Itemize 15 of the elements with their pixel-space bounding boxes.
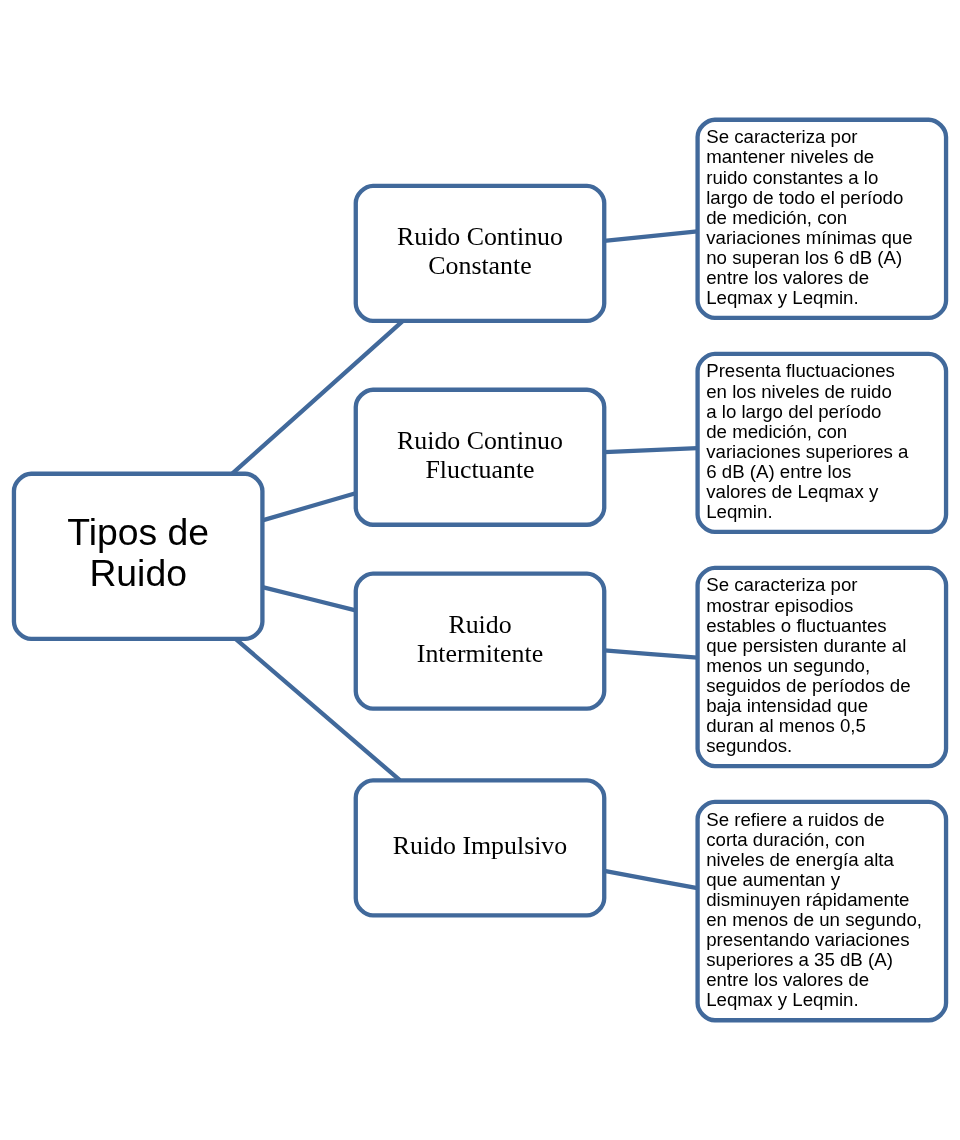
connector (603, 868, 698, 891)
connector (604, 445, 698, 455)
node-box: Presenta fluctuaciones en los niveles de ruido a lo largo del período de medición, con variaciones superiores a 6 dB (A) entre los valores de Leqmax y Leqmin. (695, 351, 949, 535)
node-box: Se caracteriza por mantener niveles de ruido constantes a lo largo de todo el período de medición, con variaciones mínimas que no superan los 6 dB (A) entre los valores de Leqmax y Leqmin. (695, 117, 949, 321)
node-box: Se caracteriza por mostrar episodios estables o fluctuantes que persisten durante al menos un segundo, seguidos de períodos de baja intensidad que duran al menos 0,5 segundos. (695, 565, 949, 769)
node-box: Tipos de Ruido (11, 471, 265, 642)
node-box: Ruido Impulsivo (353, 778, 607, 918)
node-box: Se refiere a ruidos de corta duración, con niveles de energía alta que aumentan y disminuyen rápidamente en menos de un segundo, presentando variaciones superiores a 35 dB (A) entre los valores de Leqmax y Leqmin. (695, 799, 949, 1023)
connector (604, 229, 698, 243)
node-box: Ruido Continuo Fluctuante (353, 387, 607, 527)
connector (261, 584, 357, 613)
node-box: Ruido Intermitente (353, 571, 607, 711)
connector (604, 648, 698, 660)
connector (261, 491, 357, 523)
node-box: Ruido Continuo Constante (353, 183, 607, 323)
